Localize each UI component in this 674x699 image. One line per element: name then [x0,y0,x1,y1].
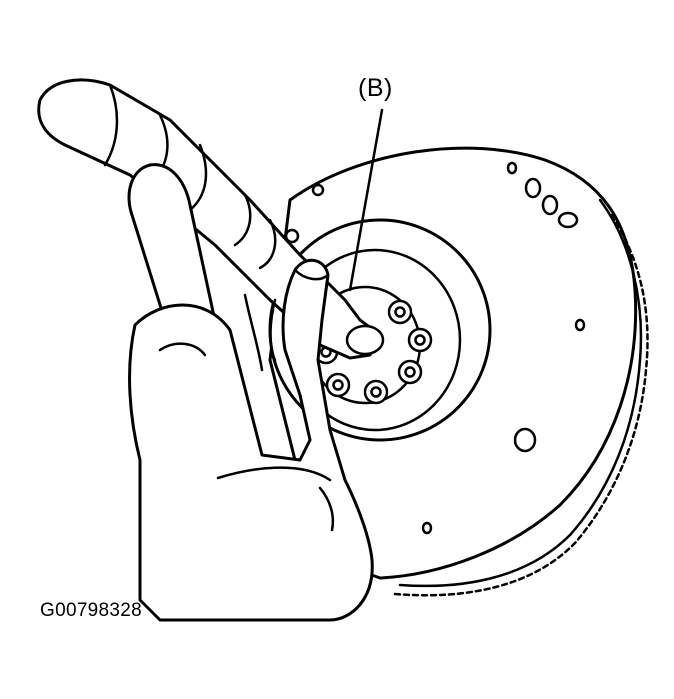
callout-label-b: (B) [358,74,393,102]
flywheel-holes [284,161,586,535]
figure-code: G00798328 [40,600,143,621]
ring-gear-teeth [398,198,643,588]
callout-leader-line [348,108,384,292]
flywheel [268,146,649,597]
hand [128,259,374,622]
